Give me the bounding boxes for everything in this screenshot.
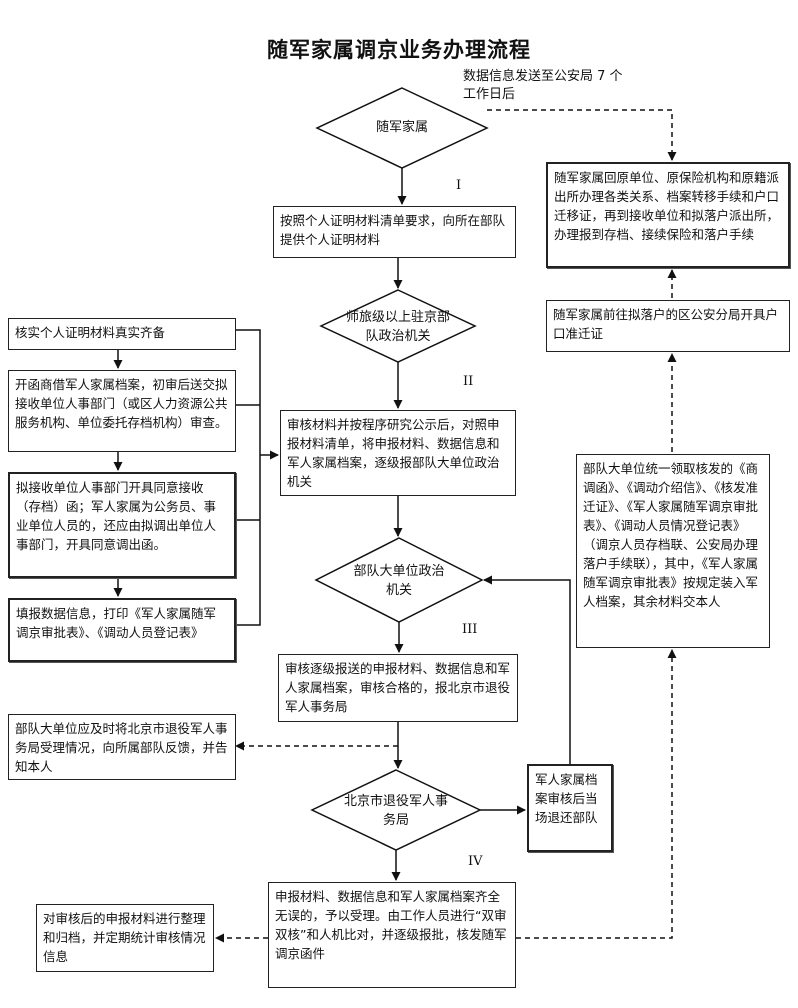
left-fill-data: 填报数据信息，打印《军人家属随军调京审批表》、《调动人员登记表》 xyxy=(8,598,236,662)
stage-label-1: I xyxy=(456,178,462,193)
data-send-note: 数据信息发送至公安局 7 个工作日后 xyxy=(463,69,623,102)
stage-label-2: II xyxy=(463,374,474,389)
right-return-archive: 军人家属档案审核后当场退还部队 xyxy=(527,764,613,852)
left-borrow-archive: 开函商借军人家属档案，初审后送交拟接收单位人事部门（或区人力资源公共服务机构、单… xyxy=(8,370,236,452)
left-receiving-unit-letter: 拟接收单位人事部门开具同意接收（存档）函；军人家属为公务员、事业单位人员的，还应… xyxy=(8,472,236,578)
left-archive-statistics: 对审核后的申报材料进行整理和归档，并定期统计审核情况信息 xyxy=(36,904,214,972)
page-title: 随军家属调京业务办理流程 xyxy=(267,38,531,62)
diamond-beijing-unit-political-office: 师旅级以上驻京部队政治机关 xyxy=(345,310,450,344)
diamond-military-family: 随军家属 xyxy=(375,120,428,135)
right-household-permit: 随军家属前往拟落户的区公安分局开具户口准迁证 xyxy=(546,300,790,352)
diamond-beijing-veterans-bureau: 北京市退役军人事务局 xyxy=(344,794,449,828)
right-collect-documents: 部队大单位统一领取核发的《商调函》、《调动介绍信》、《核发准迁证》、《军人家属随… xyxy=(576,454,770,648)
stage-label-3: III xyxy=(462,622,478,637)
step-review-and-report: 审核材料并按程序研究公示后，对照申报材料清单，将申报材料、数据信息和军人家属档案… xyxy=(280,410,516,496)
step-provide-materials: 按照个人证明材料清单要求，向所在部队提供个人证明材料 xyxy=(273,206,516,258)
left-verify-materials: 核实个人证明材料真实齐备 xyxy=(8,318,236,350)
left-feedback: 部队大单位应及时将北京市退役军人事务局受理情况，向所属部队反馈，并告知本人 xyxy=(8,714,236,780)
stage-label-4: IV xyxy=(468,854,483,869)
step-major-unit-review: 审核逐级报送的申报材料、数据信息和军人家属档案，审核合格的，报北京市退役军人事务… xyxy=(278,654,518,722)
step-bureau-accept: 申报材料、数据信息和军人家属档案齐全无误的，予以受理。由工作人员进行“双审双核”… xyxy=(268,882,516,988)
right-transfer-procedures: 随军家属回原单位、原保险机构和原籍派出所办理各类关系、档案转移手续和户口迁移证，… xyxy=(546,162,790,268)
diamond-major-unit-political-office: 部队大单位政治机关 xyxy=(353,564,445,598)
